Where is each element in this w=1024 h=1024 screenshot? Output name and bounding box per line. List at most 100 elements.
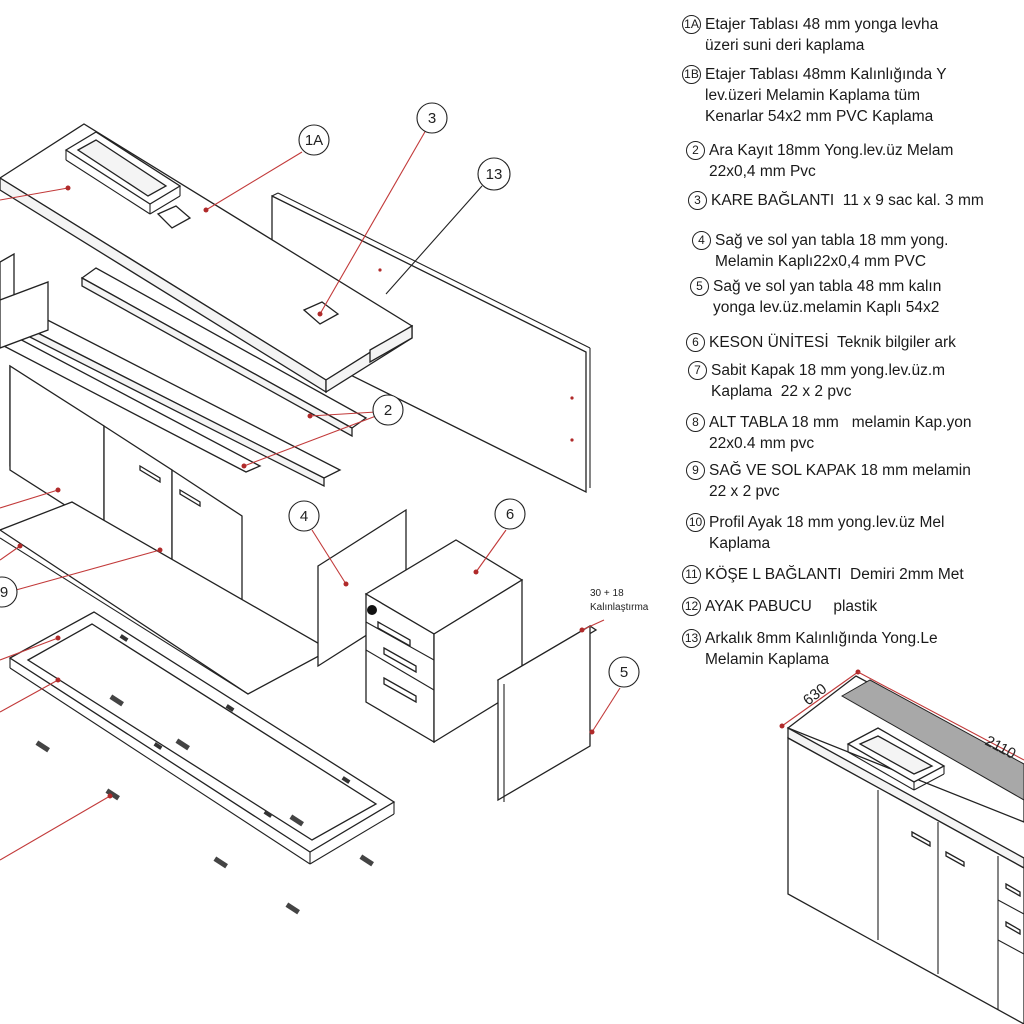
callout-13: 13 — [477, 157, 511, 191]
legend-description: KARE BAĞLANTI 11 x 9 sac kal. 3 mm — [711, 190, 984, 211]
svg-text:1A: 1A — [305, 132, 323, 149]
foot-pads — [35, 694, 374, 915]
legend-line: Etajer Tablası 48mm Kalınlığında Y — [705, 66, 947, 83]
callout-6: 6 — [494, 498, 526, 530]
legend-line: 22 x 2 pvc — [709, 483, 780, 500]
legend-line: 22x0,4 mm Pvc — [709, 163, 816, 180]
legend-number-badge: 12 — [682, 597, 701, 616]
svg-text:4: 4 — [300, 508, 308, 525]
drawer-handle — [383, 676, 417, 704]
shelf-strip — [369, 324, 413, 364]
legend-description: Sağ ve sol yan tabla 18 mm yong. Melamin … — [715, 230, 949, 272]
legend-line: Sağ ve sol yan tabla 18 mm yong. — [715, 232, 949, 249]
thickening-note-line1: 30 + 18 — [590, 588, 624, 599]
svg-text:6: 6 — [506, 506, 514, 523]
legend-line: Kaplama 22 x 2 pvc — [711, 383, 852, 400]
legend-description: Ara Kayıt 18mm Yong.lev.üz Melam 22x0,4 m… — [709, 140, 953, 182]
callout-5: 5 — [608, 656, 640, 688]
svg-text:3: 3 — [428, 110, 436, 127]
top-tray-inner — [76, 139, 168, 197]
legend-number-badge: 3 — [688, 191, 707, 210]
legend-line: Sabit Kapak 18 mm yong.lev.üz.m — [711, 362, 946, 379]
assembled-view — [779, 669, 1024, 1024]
legend-line: Profil Ayak 18 mm yong.lev.üz Mel — [709, 514, 945, 531]
legend-line: Melamin Kaplama — [705, 651, 830, 668]
drawer-handle — [383, 646, 417, 674]
svg-text:5: 5 — [620, 664, 628, 681]
legend-line: KESON ÜNİTESİ Teknik bilgiler ark — [709, 334, 956, 351]
legend-description: AYAK PABUCU plastik — [705, 596, 877, 617]
legend-number-badge: 1A — [682, 15, 701, 34]
left-panel-fragment — [0, 281, 49, 349]
legend-number-badge: 2 — [686, 141, 705, 160]
legend-line: Arkalık 8mm Kalınlığında Yong.Le — [705, 630, 938, 647]
svg-text:2: 2 — [384, 402, 392, 419]
legend-description: KÖŞE L BAĞLANTI Demiri 2mm Met — [705, 564, 964, 585]
legend-line: 22x0.4 mm pvc — [709, 435, 815, 452]
legend-number-badge: 1B — [682, 65, 701, 84]
legend-number-badge: 10 — [686, 513, 705, 532]
legend-number-badge: 11 — [682, 565, 701, 584]
legend-line: Kenarlar 54x2 mm PVC Kaplama — [705, 108, 934, 125]
lock-icon — [367, 605, 377, 615]
legend-number-badge: 8 — [686, 413, 705, 432]
legend-line: Sağ ve sol yan tabla 48 mm kalın — [713, 278, 942, 295]
callout-3: 3 — [416, 102, 448, 134]
legend-line: Melamin Kaplı22x0,4 mm PVC — [715, 253, 927, 270]
legend-line: Kaplama — [709, 535, 771, 552]
legend-line: üzeri suni deri kaplama — [705, 37, 865, 54]
legend-line: Ara Kayıt 18mm Yong.lev.üz Melam — [709, 142, 954, 159]
legend-description: Etajer Tablası 48 mm yonga levha üzeri su… — [705, 14, 938, 56]
drawer-handle — [377, 620, 411, 648]
side-panel-5-face — [497, 624, 591, 802]
legend-number-badge: 7 — [688, 361, 707, 380]
legend-line: ALT TABLA 18 mm melamin Kap.yon — [709, 414, 972, 431]
callout-9: 9 — [0, 576, 18, 608]
legend-line: Etajer Tablası 48 mm yonga levha — [705, 16, 939, 33]
legend-line: yonga lev.üz.melamin Kaplı 54x2 — [713, 299, 940, 316]
legend-line: AYAK PABUCU plastik — [705, 598, 878, 615]
middle-rail-edge — [81, 276, 353, 438]
legend-description: SAĞ VE SOL KAPAK 18 mm melamin 22 x 2 pvc — [709, 460, 971, 502]
callout-4: 4 — [288, 500, 320, 532]
legend-line: KÖŞE L BAĞLANTI Demiri 2mm Met — [705, 566, 964, 583]
thickening-note-line2: Kalınlaştırma — [590, 602, 649, 613]
callout-2: 2 — [372, 394, 404, 426]
legend-line: lev.üzeri Melamin Kaplama tüm — [705, 87, 921, 104]
legend-description: Etajer Tablası 48mm Kalınlığında Y lev.üz… — [705, 64, 947, 127]
leg-frame-inner — [26, 623, 378, 841]
callout-1a: 1A — [298, 124, 330, 156]
legend-number-badge: 4 — [692, 231, 711, 250]
legend-number-badge: 13 — [682, 629, 701, 648]
legend-line: SAĞ VE SOL KAPAK 18 mm melamin — [709, 462, 971, 479]
legend-number-badge: 6 — [686, 333, 705, 352]
svg-text:9: 9 — [0, 584, 8, 601]
legend-description: KESON ÜNİTESİ Teknik bilgiler ark — [709, 332, 956, 353]
legend-number-badge: 9 — [686, 461, 705, 480]
legend-description: ALT TABLA 18 mm melamin Kap.yon 22x0.4 mm… — [709, 412, 971, 454]
legend-description: Sağ ve sol yan tabla 48 mm kalın yonga le… — [713, 276, 941, 318]
legend-line: KARE BAĞLANTI 11 x 9 sac kal. 3 mm — [711, 192, 984, 209]
door-handle — [179, 488, 201, 508]
square-connector — [156, 205, 192, 229]
legend-number-badge: 5 — [690, 277, 709, 296]
door-handle — [139, 464, 161, 484]
